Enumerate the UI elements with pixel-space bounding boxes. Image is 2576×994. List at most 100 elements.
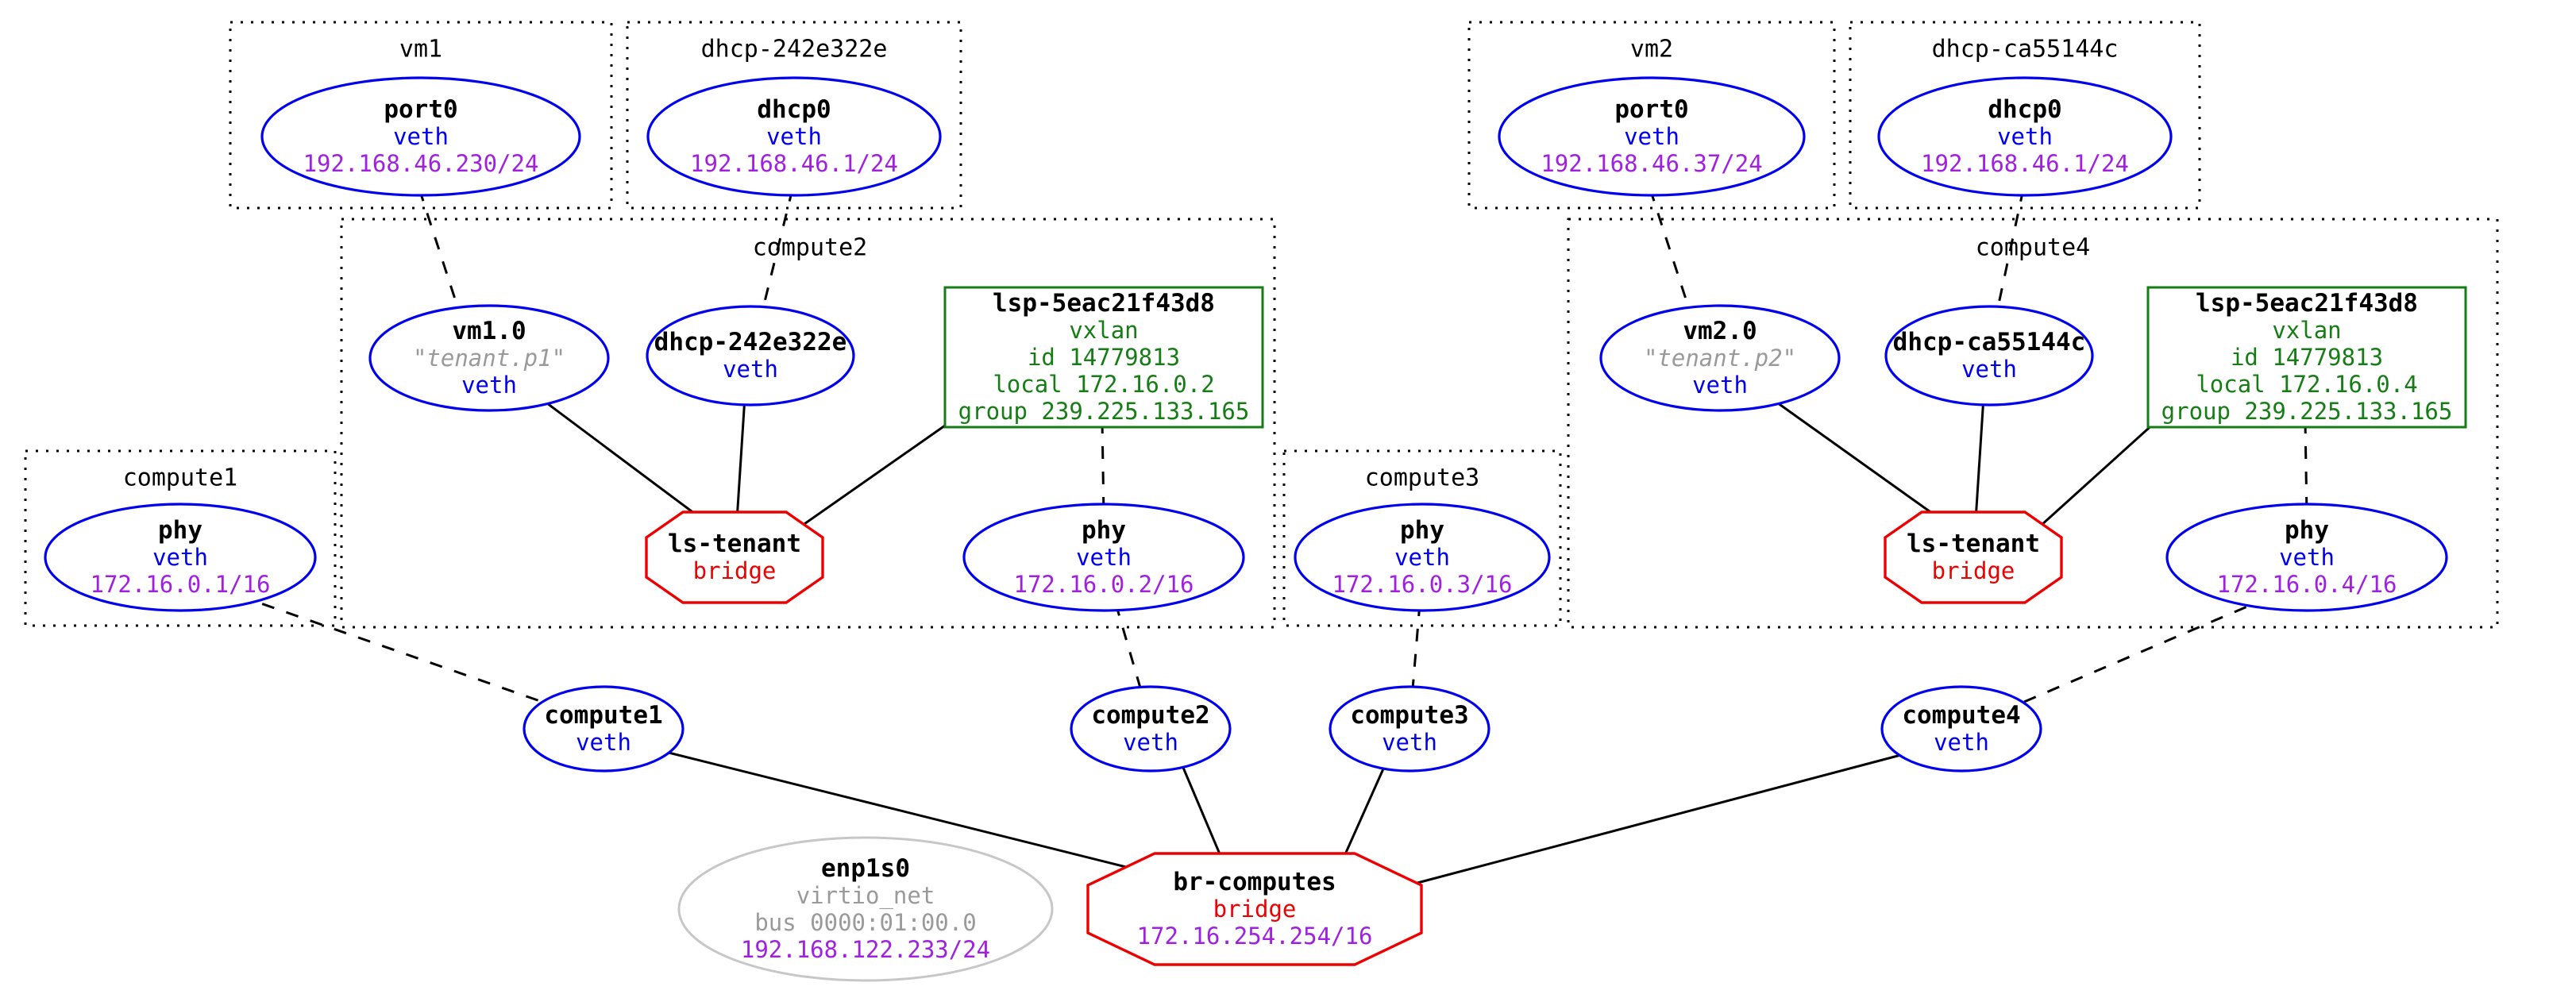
node-dhcp0-b-label: dhcp0 veth 192.168.46.1/24 xyxy=(1921,96,2129,177)
node-dhcp-242e322e-shape xyxy=(646,305,855,406)
interface-name: dhcp-ca55144c xyxy=(1892,328,2086,356)
interface-name: phy xyxy=(1399,516,1444,545)
node-phy-compute4-label: phy veth 172.16.0.4/16 xyxy=(2217,517,2397,598)
node-dhcp0-a-shape xyxy=(646,76,942,197)
interface-bus: bus 0000:01:00.0 xyxy=(754,909,977,936)
node-ls-tenant-b-label: ls-tenant bridge xyxy=(1907,530,2040,584)
interface-name: compute4 xyxy=(1902,701,2021,730)
interface-driver: veth xyxy=(1934,729,1989,756)
node-ls-tenant-b-shape xyxy=(1884,510,2063,604)
node-dhcp0-b-shape xyxy=(1877,76,2173,197)
vxlan-local-address: local 172.16.0.2 xyxy=(993,371,1215,398)
namespace-label-vm1: vm1 xyxy=(399,35,443,64)
node-port0-vm1-shape xyxy=(260,76,581,197)
namespace-box-compute4 xyxy=(1567,218,2499,629)
interface-driver: veth xyxy=(461,372,517,399)
interface-name: dhcp0 xyxy=(1988,95,2062,124)
node-dhcp-242e322e-label: dhcp-242e322e veth xyxy=(654,329,847,383)
interface-driver: veth xyxy=(576,729,631,756)
interface-driver: veth xyxy=(152,544,208,571)
node-veth-compute2-shape xyxy=(1070,685,1232,772)
node-port0-vm2-shape xyxy=(1498,76,1806,197)
namespace-box-compute3 xyxy=(1282,449,1562,627)
interface-driver: vxlan xyxy=(1069,317,1139,344)
edge-phy-compute4-to-veth-compute4 xyxy=(2012,595,2270,708)
interface-address: 192.168.46.1/24 xyxy=(690,150,898,177)
node-ls-tenant-a-label: ls-tenant bridge xyxy=(668,530,801,584)
node-lsp-b-shape xyxy=(2146,286,2467,429)
interface-name: lsp-5eac21f43d8 xyxy=(993,289,1215,318)
interface-driver: veth xyxy=(766,123,822,150)
edge-port0-vm1-to-vm1.0 xyxy=(418,188,461,312)
interface-address: 172.16.0.1/16 xyxy=(90,571,271,598)
interface-driver: veth xyxy=(723,356,778,383)
interface-driver: veth xyxy=(1076,544,1132,571)
node-veth-compute3-label: compute3 veth xyxy=(1350,702,1468,756)
interface-driver: veth xyxy=(1394,544,1450,571)
namespace-label-compute3: compute3 xyxy=(1364,464,1480,492)
vxlan-id: id 14779813 xyxy=(2230,344,2384,371)
interface-driver: veth xyxy=(2279,544,2335,571)
node-phy-compute2-shape xyxy=(962,503,1245,612)
node-veth-compute2-label: compute2 veth xyxy=(1091,702,1209,756)
interface-driver: veth xyxy=(393,123,449,150)
edge-dhcp0-to-dhcp-242e322e xyxy=(761,188,794,312)
interface-address: 172.16.0.2/16 xyxy=(1013,571,1194,598)
interface-name: phy xyxy=(2284,516,2329,545)
node-port0-vm1-label: port0 veth 192.168.46.230/24 xyxy=(303,96,539,177)
node-dhcp-ca55144c-shape xyxy=(1884,305,2094,406)
node-ls-tenant-a-shape xyxy=(645,510,824,604)
namespace-box-compute1 xyxy=(24,449,337,627)
node-phy-compute1-label: phy veth 172.16.0.1/16 xyxy=(91,517,271,598)
interface-driver: veth xyxy=(1382,729,1437,756)
interface-name: ls-tenant xyxy=(1907,530,2040,558)
edge-lsp-a-to-ls-tenant-a xyxy=(801,413,962,527)
node-lsp-a-shape xyxy=(943,286,1264,429)
interface-address: 192.168.46.37/24 xyxy=(1541,150,1763,177)
interface-driver: veth xyxy=(1961,356,2017,383)
edge-vm1.0-to-ls-tenant-a xyxy=(543,399,711,527)
interface-name: vm2.0 xyxy=(1683,317,1757,345)
interface-name: dhcp-242e322e xyxy=(654,328,847,356)
interface-driver: bridge xyxy=(1213,896,1297,923)
node-vm1.0-shape xyxy=(368,304,610,412)
interface-name: lsp-5eac21f43d8 xyxy=(2196,289,2418,318)
namespace-label-dhcp-242e322e: dhcp-242e322e xyxy=(700,35,888,64)
interface-name: port0 xyxy=(1614,95,1689,124)
node-vm2.0-label: vm2.0 "tenant.p2" veth xyxy=(1644,318,1796,399)
vxlan-local-address: local 172.16.0.4 xyxy=(2196,371,2418,398)
interface-driver: veth xyxy=(1997,123,2053,150)
node-veth-compute1-label: compute1 veth xyxy=(544,702,662,756)
interface-name: enp1s0 xyxy=(821,854,910,883)
edge-phy-compute1-to-veth-compute1 xyxy=(237,594,557,708)
interface-alias: "tenant.p2" xyxy=(1643,345,1797,372)
node-phy-compute2-label: phy veth 172.16.0.2/16 xyxy=(1014,517,1194,598)
interface-alias: "tenant.p1" xyxy=(412,345,566,372)
node-veth-compute4-label: compute4 veth xyxy=(1902,702,2020,756)
namespace-label-compute4: compute4 xyxy=(1975,233,2091,262)
interface-address: 172.16.0.3/16 xyxy=(1332,571,1513,598)
interface-driver: veth xyxy=(1123,729,1178,756)
interface-address: 192.168.46.230/24 xyxy=(303,150,539,177)
edge-lsp-b-to-ls-tenant-b xyxy=(2039,413,2165,527)
vxlan-id: id 14779813 xyxy=(1027,344,1181,371)
namespace-label-dhcp-ca55144c: dhcp-ca55144c xyxy=(1931,35,2119,64)
edge-lsp-a-to-phy-compute2 xyxy=(1101,420,1105,517)
interface-name: compute3 xyxy=(1350,701,1469,730)
edge-vm2.0-to-ls-tenant-b xyxy=(1774,399,1950,527)
interface-driver: veth xyxy=(1692,372,1748,399)
interface-driver: virtio_net xyxy=(796,882,935,909)
vxlan-group-address: group 239.225.133.165 xyxy=(2161,398,2453,425)
node-phy-compute4-shape xyxy=(2165,503,2448,612)
interface-address: 192.168.46.1/24 xyxy=(1921,150,2129,177)
edge-veth-compute1-to-br-computes xyxy=(658,749,1136,871)
node-enp1s0-shape xyxy=(677,836,1054,982)
vxlan-group-address: group 239.225.133.165 xyxy=(958,398,1250,425)
interface-address: 172.16.254.254/16 xyxy=(1136,923,1373,950)
node-port0-vm2-label: port0 veth 192.168.46.37/24 xyxy=(1541,96,1762,177)
interface-address: 172.16.0.4/16 xyxy=(2216,571,2397,598)
node-phy-compute3-shape xyxy=(1294,503,1551,612)
edge-dhcp-ca55144c-to-ls-tenant-b xyxy=(1974,396,1985,521)
interface-name: dhcp0 xyxy=(757,95,831,124)
